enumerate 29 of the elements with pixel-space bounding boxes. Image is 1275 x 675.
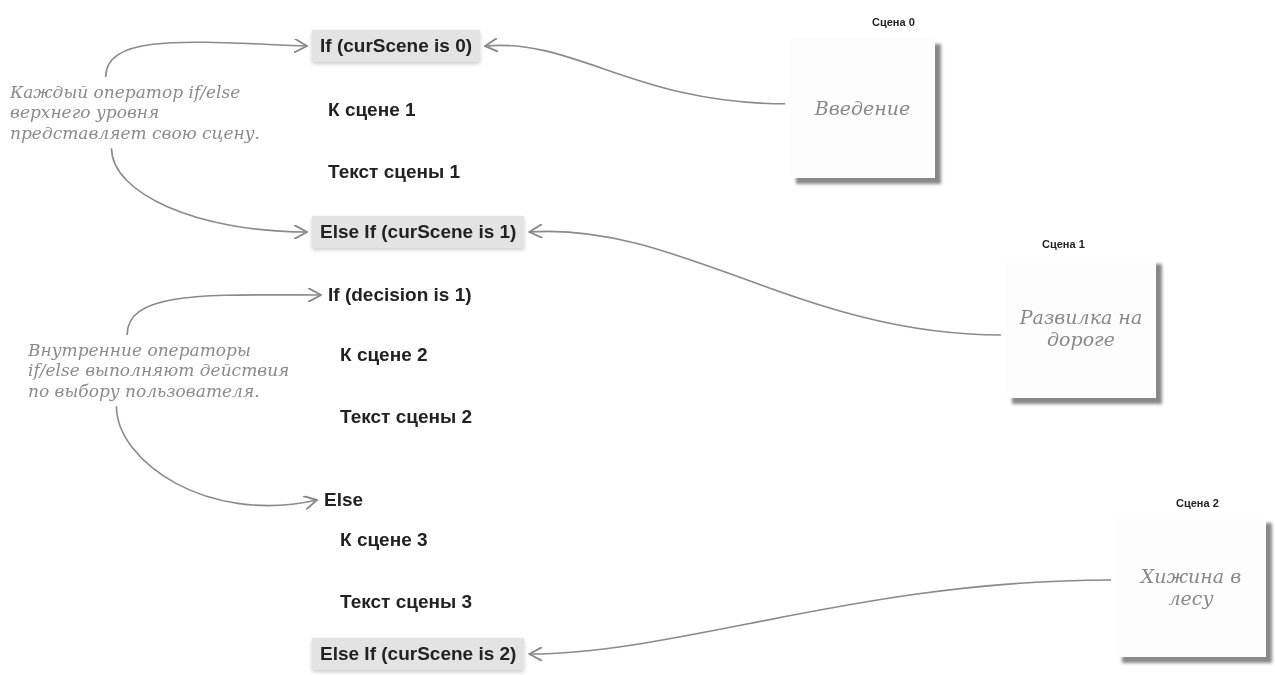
code-line: К сцене 3 [340,529,428,551]
code-line: Текст сцены 3 [340,591,472,613]
code-line: Текст сцены 1 [328,161,460,183]
code-line: If (curScene is 0) [320,35,473,56]
scene-name: Развилка на дороге [1018,306,1144,350]
scene-name: Введение [814,97,911,119]
code-line: Else [322,486,366,514]
annotation-text: Внутренние операторы if/else выполняют действия по выбору пользователя. [28,340,296,402]
arrow [484,37,786,105]
annotation-text: Каждый оператор if/else верхнего уровня представляет свою сцену. [10,82,300,144]
arrow [528,224,1002,336]
code-line: Текст сцены 2 [340,406,472,428]
scene-name: Хижина в лесу [1138,565,1243,609]
arrow [110,147,308,240]
arrow [115,405,318,510]
scene-caption: Сцена 0 [872,16,915,28]
code-line-highlight [312,638,525,670]
code-line: If (decision is 1) [326,281,474,309]
arrow [528,579,1112,662]
arrow [126,287,322,336]
code-line: Else If (curScene is 2) [320,643,517,664]
arrow [104,37,308,78]
code-line: Else If (curScene is 1) [320,221,517,242]
code-line: К сцене 1 [328,99,416,121]
code-line-highlight [312,216,525,248]
scene-caption: Сцена 2 [1176,497,1219,509]
code-line-highlight [312,30,481,62]
code-line: К сцене 2 [340,344,428,366]
scene-caption: Сцена 1 [1042,238,1085,250]
